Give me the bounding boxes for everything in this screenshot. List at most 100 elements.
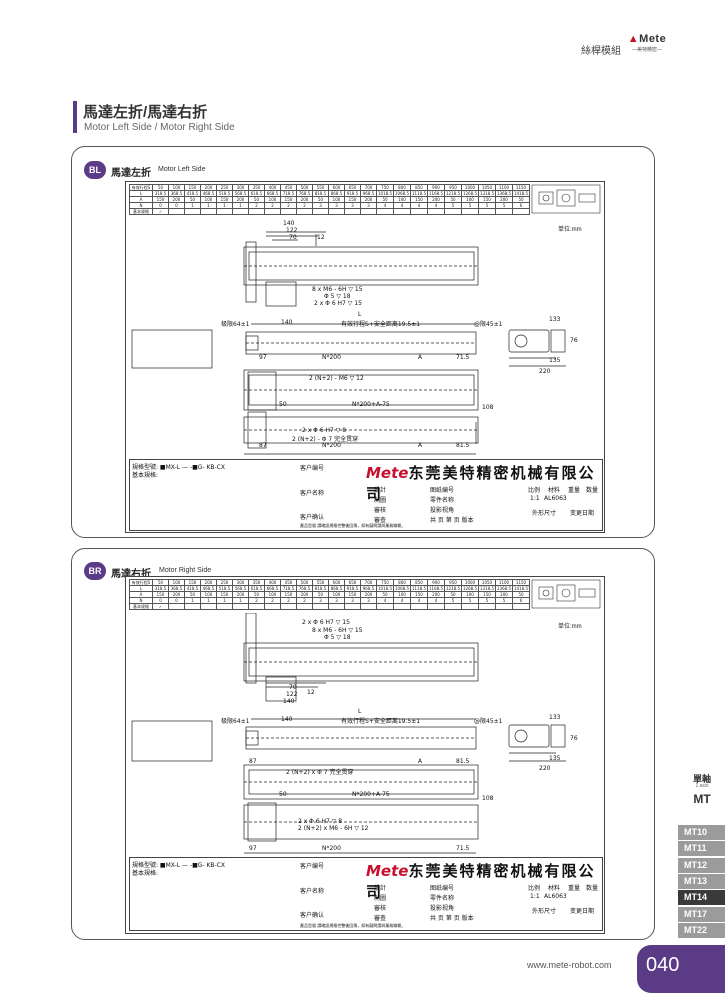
- dim-note: Φ 5 ▽ 18: [324, 634, 351, 641]
- tb-qty: 数量: [586, 487, 599, 494]
- dim-note: 2 x Φ 6 H7 ▽ 15: [314, 300, 362, 307]
- tb-basic: 基本規格:: [132, 472, 159, 479]
- dim-label: 87: [249, 758, 257, 765]
- dim-label: 97: [259, 354, 267, 361]
- dim-note: 8 x M6 - 6H ▽ 15: [312, 286, 363, 293]
- sidebar-item-mt10[interactable]: MT10: [678, 825, 725, 840]
- sidebar-item-mt22[interactable]: MT22: [678, 922, 725, 938]
- spec-cell: 468.5: [200, 585, 217, 592]
- tb-weight: 重量: [568, 885, 581, 892]
- spec-cell: ✓: [152, 603, 169, 610]
- company-logo: Mete: [366, 464, 409, 482]
- dim-note: Φ 5 ▽ 18: [324, 293, 351, 300]
- sidebar-item-mt12[interactable]: MT12: [678, 857, 725, 873]
- tb-part-name: 零件名称: [430, 895, 455, 902]
- spec-cell: 1168.5: [427, 585, 445, 592]
- spec-cell: [344, 603, 361, 610]
- sidebar-item-mt17[interactable]: MT17: [678, 906, 725, 922]
- tb-approve: 審查: [374, 517, 387, 524]
- spec-cell: [280, 603, 297, 610]
- dim-label: N*200: [322, 845, 341, 852]
- spec-cell: [376, 603, 394, 610]
- sidebar-item-mt11[interactable]: MT11: [678, 841, 725, 857]
- dim-label: N*200+A-75: [352, 791, 390, 798]
- unit-label: 单位:mm: [558, 227, 582, 233]
- dim-label: 122: [286, 691, 298, 698]
- spec-cell: [360, 603, 377, 610]
- spec-cell: [478, 603, 496, 610]
- spec-cell: 818.5: [312, 190, 329, 197]
- title-block: 規格型號: ■MX-L — -■G- KB-CX 基本規格: 客户编号 客户名称…: [129, 857, 603, 931]
- spec-cell: 有效行程S: [129, 184, 153, 191]
- tb-projection: 投影视角: [430, 507, 455, 514]
- dim-label: 极限64±1: [221, 321, 250, 328]
- axis-title: 單軸: [692, 774, 711, 784]
- dim-label: 70: [289, 234, 297, 241]
- header-category: 絲桿模組: [581, 46, 621, 57]
- logo-subtitle: —美特精密—: [631, 47, 662, 53]
- spec-cell: [168, 603, 185, 610]
- dim-note: 2 (N+2) - Φ 7 完全贯穿: [292, 436, 359, 443]
- logo-text: Mete: [639, 33, 667, 45]
- footer-url[interactable]: www.mete-robot.com: [527, 960, 612, 970]
- tb-drawing-no: 图纸编号: [430, 487, 455, 494]
- unit-label: 单位:mm: [558, 624, 582, 630]
- dim-label: 133: [549, 714, 561, 721]
- dim-label: 140: [281, 716, 293, 723]
- spec-cell: 868.5: [328, 190, 345, 197]
- spec-cell: 568.5: [232, 190, 249, 197]
- dim-label: 有效行程S+安全距离19.5±1: [341, 718, 421, 725]
- tb-review: 審核: [374, 507, 387, 514]
- axis-code: MT: [693, 792, 711, 806]
- tb-basic: 基本規格:: [132, 870, 159, 877]
- dim-label: N*200+A-75: [352, 401, 390, 408]
- tb-review-date: 变更日期: [570, 510, 595, 517]
- spec-cell: 968.5: [360, 585, 377, 592]
- spec-cell: [248, 603, 265, 610]
- tb-approve: 審查: [374, 915, 387, 922]
- tb-design: 設計: [374, 885, 387, 892]
- sidebar-item-mt13[interactable]: MT13: [678, 873, 725, 889]
- dim-label: 12: [317, 234, 325, 241]
- spec-cell: 918.5: [344, 190, 361, 197]
- dim-label: 108: [482, 795, 494, 802]
- spec-cell: 1318.5: [478, 585, 496, 592]
- tb-model: 規格型號: ■MX-L — -■G- KB-CX: [132, 464, 225, 471]
- spec-cell: 1368.5: [495, 190, 513, 197]
- spec-cell: 318.5: [152, 190, 169, 197]
- schematic-thumbnail: [531, 184, 601, 214]
- tb-scale-val: 1:1: [530, 893, 540, 900]
- spec-cell: [312, 603, 329, 610]
- spec-cell: 968.5: [360, 190, 377, 197]
- spec-cell: 718.5: [280, 190, 297, 197]
- dim-label: 108: [482, 404, 494, 411]
- tb-dims: 外形尺寸: [532, 908, 557, 915]
- dim-label: 81.5: [456, 758, 470, 765]
- spec-cell: [264, 603, 281, 610]
- card-title-en: Motor Left Side: [158, 166, 206, 173]
- dim-note: 2 x Φ 6 H7 ▽ 15: [302, 619, 350, 626]
- tb-footer-note: 產品型號 請確認規格完整後回傳，如有疑問請與業務聯繫。: [300, 523, 406, 528]
- dim-label: 133: [549, 316, 561, 323]
- sidebar-item-mt14[interactable]: MT14: [678, 890, 725, 906]
- tb-total: 共 页 第 页 版本: [430, 517, 474, 524]
- spec-cell: 1218.5: [444, 585, 462, 592]
- dim-label: N*200: [322, 442, 341, 449]
- spec-cell: 318.5: [152, 585, 169, 592]
- title-block: 規格型號: ■MX-L — -■G- KB-CX 基本規格: 客户编号 客户名称…: [129, 459, 603, 531]
- tb-design: 設計: [374, 487, 387, 494]
- tb-review: 審核: [374, 905, 387, 912]
- spec-cell: 有效行程S: [129, 579, 153, 586]
- spec-cell: 368.5: [168, 190, 185, 197]
- dim-label: 140: [281, 319, 293, 326]
- tb-part-name: 零件名称: [430, 497, 455, 504]
- spec-cell: [410, 603, 428, 610]
- tb-check: 制圖: [374, 895, 387, 902]
- tb-client-name: 客户名称: [300, 888, 325, 895]
